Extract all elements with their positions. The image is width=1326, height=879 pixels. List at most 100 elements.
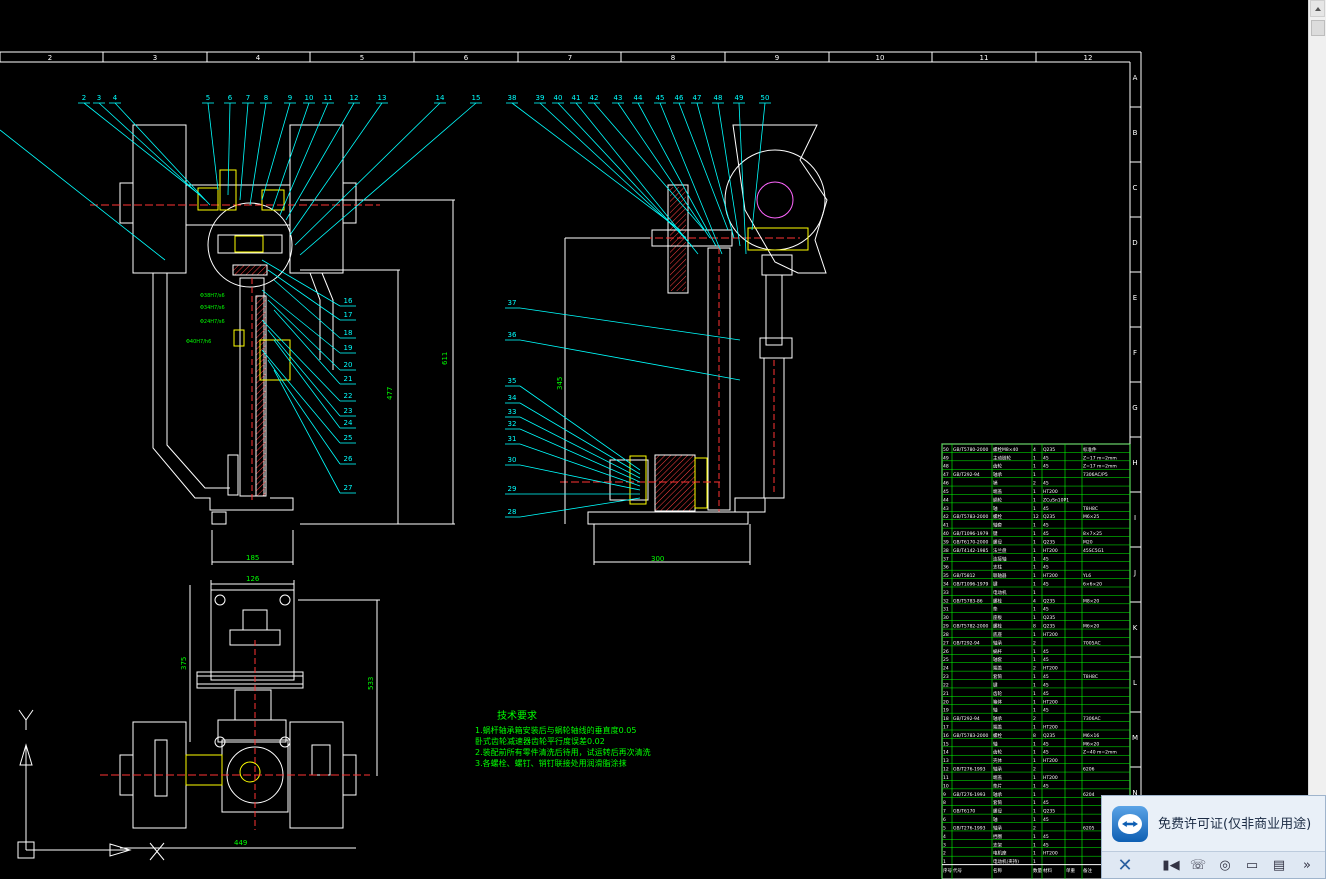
bom-cell: 8 (1033, 733, 1036, 739)
row-label: H (1132, 459, 1137, 467)
callout-leader (273, 339, 341, 429)
callout-label: 27 (344, 484, 353, 492)
file-icon[interactable]: ▤ (1272, 858, 1286, 873)
bom-cell: 1 (1033, 725, 1036, 731)
bom-cell: 螺栓 (993, 623, 1002, 630)
bom-cell: YL6 (1082, 573, 1091, 579)
bom-cell: 1 (1033, 758, 1036, 764)
bom-cell: 12 (1033, 514, 1039, 520)
bom-cell: 轴承 (993, 715, 1002, 722)
row-label: K (1133, 624, 1138, 632)
callout-label: 24 (344, 419, 353, 427)
callout-leader (273, 279, 341, 339)
bom-cell: GB/T276-1993 (953, 792, 986, 798)
bom-header-cell: 数量 (1033, 867, 1042, 874)
callout-leader (273, 369, 341, 494)
bom-cell: Q235 (1043, 539, 1055, 545)
video-icon[interactable]: ▮◀ (1162, 858, 1180, 873)
bom-cell: 24 (943, 666, 949, 672)
callout-leader (273, 309, 341, 385)
headset-icon[interactable]: ◎ (1219, 858, 1231, 873)
callout-label: 34 (508, 394, 517, 402)
bom-cell: Q235 (1043, 514, 1055, 520)
bom-cell: 支柱 (993, 564, 1002, 571)
dim-top-left: 375 (180, 657, 188, 670)
bom-cell: 联轴器 (993, 572, 1007, 579)
column-label: 12 (1084, 54, 1093, 62)
callout-label: 29 (508, 485, 517, 493)
bom-cell: GB/T5812 (953, 573, 975, 579)
callout-leader (289, 102, 383, 236)
chat-icon[interactable]: ▭ (1245, 858, 1259, 873)
phone-icon[interactable]: ☏ (1189, 858, 1207, 873)
vertical-scrollbar[interactable] (1308, 0, 1326, 879)
row-label: L (1133, 679, 1137, 687)
top-view (100, 580, 380, 849)
close-icon[interactable]: ✕ (1117, 855, 1133, 876)
bom-cell: 1 (1033, 556, 1036, 562)
bom-cell: T8H8C (1082, 674, 1098, 680)
bom-cell: 4 (1033, 598, 1036, 604)
bom-cell: HT200 (1043, 699, 1058, 705)
callout-leader (279, 102, 329, 216)
bom-cell: 45 (1043, 708, 1049, 714)
bom-cell: 1 (1033, 750, 1036, 756)
bom-cell: 连接轴 (993, 555, 1007, 562)
bom-cell: 键 (993, 530, 998, 537)
callout-label: 40 (554, 94, 563, 102)
teamviewer-license-popup[interactable]: 免费许可证(仅非商业用途) ✕ ▮◀ ☏ ◎ ▭ ▤ » (1101, 795, 1326, 879)
bom-cell: 45 (1043, 481, 1049, 487)
bom-cell: 45 (1043, 506, 1049, 512)
bom-cell: 45 (1043, 750, 1049, 756)
scroll-up-arrow-icon[interactable] (1310, 0, 1325, 17)
bom-cell: 1 (1033, 800, 1036, 806)
scroll-thumb[interactable] (1311, 20, 1325, 36)
bom-cell: HT200 (1043, 489, 1058, 495)
bom-cell: 螺栓 (993, 732, 1002, 739)
bom-cell: 43 (943, 506, 949, 512)
bom-cell: 支架 (993, 841, 1002, 848)
callout-label: 19 (344, 344, 353, 352)
callout-label: 49 (735, 94, 744, 102)
callout-leader (0, 129, 166, 261)
bom-cell: 底座 (993, 631, 1002, 638)
bom-cell: 1 (1033, 472, 1036, 478)
callout-label: 4 (113, 94, 118, 102)
bom-cell: 壳体 (993, 757, 1002, 764)
bom-cell: 1 (1033, 573, 1036, 579)
bom-cell: 46 (943, 481, 949, 487)
row-label: N (1132, 789, 1137, 797)
bom-cell: ZCuSn10P1 (1043, 497, 1069, 503)
callout-label: 47 (693, 94, 702, 102)
bom-cell: Q235 (1043, 447, 1055, 453)
bom-cell: 38 (943, 548, 949, 554)
fit-label: Φ40H7/h6 (186, 339, 211, 345)
bom-cell: M20 (1083, 539, 1093, 545)
callout-label: 15 (472, 94, 481, 102)
bom-cell: 41 (943, 523, 949, 529)
callout-leader (519, 307, 741, 341)
bom-cell: Z=17 m=2mm (1083, 455, 1117, 461)
callout-leader (261, 319, 341, 402)
row-label: A (1133, 74, 1138, 82)
callout-leader (539, 102, 687, 239)
bom-cell: M8×20 (1083, 598, 1099, 604)
expand-icon[interactable]: » (1303, 858, 1311, 873)
callout-label: 43 (614, 94, 623, 102)
row-label: B (1133, 129, 1138, 137)
bom-cell: 1 (1033, 674, 1036, 680)
callout-leader (271, 102, 310, 211)
side-view-leaders (505, 102, 771, 518)
bom-cell: HT200 (1043, 851, 1058, 857)
bom-cell: 12 (943, 767, 949, 773)
bom-cell: 1 (1033, 607, 1036, 613)
bom-cell: 45 (1043, 741, 1049, 747)
column-label: 7 (568, 54, 572, 62)
bom-cell: 11 (943, 775, 949, 781)
callout-label: 5 (206, 94, 210, 102)
bom-cell: 主动链轮 (993, 454, 1011, 461)
